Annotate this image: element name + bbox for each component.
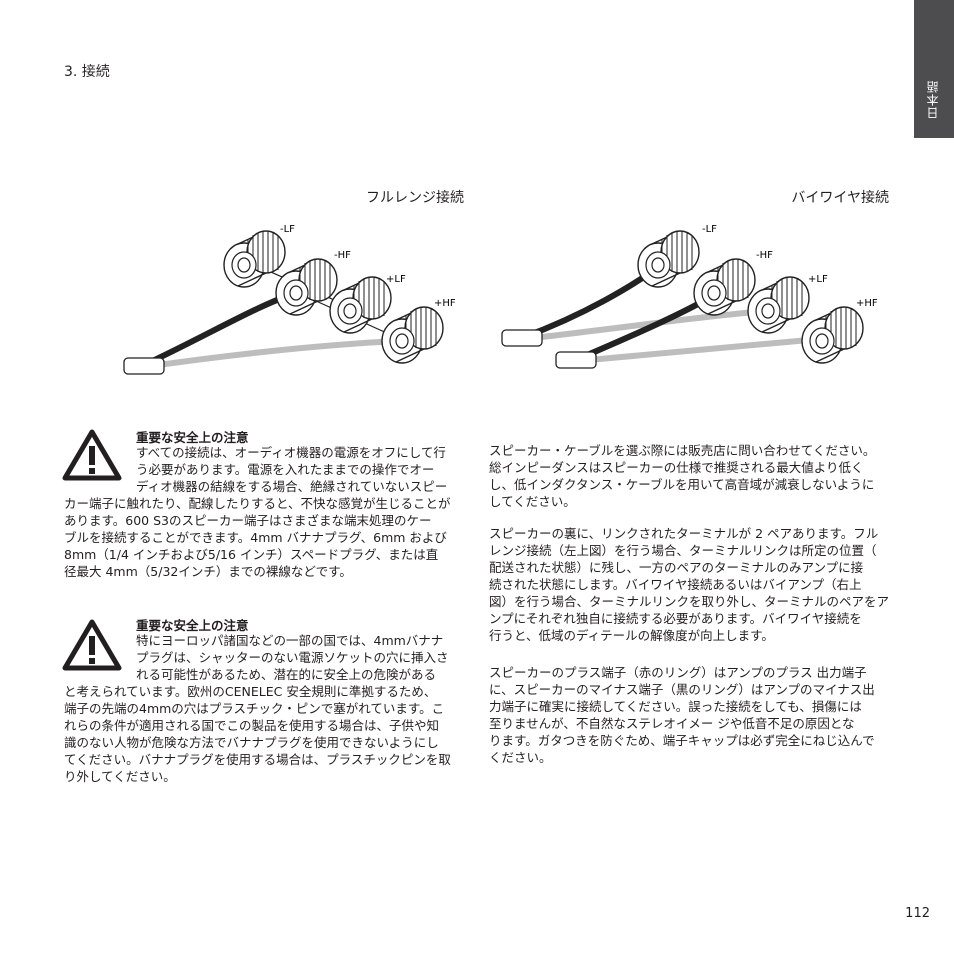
label-neg-lf: -LF (702, 224, 717, 235)
warning-text-body: 特にヨーロッパ諸国などの一部の国では、4mmバナナプラグは、シャッターのない電源… (64, 632, 464, 785)
warning-text-line: う必要があります。電源を入れたままでの操作でオー (136, 462, 435, 477)
warning-text-line: ディオ機器の結線をする場合、絶縁されていないスピー (136, 479, 448, 494)
full-range-connection-diagram: -LF -HF +LF +HF (123, 224, 456, 375)
biwire-figure-title: バイワイヤ接続 (791, 190, 889, 206)
warning-heading: 重要な安全上の注意 (136, 430, 249, 445)
terminal-neg-lf (223, 230, 286, 288)
biwire-connection-diagram: -LF -HF +LF +HF (501, 224, 878, 369)
terminal-neg-hf (693, 258, 756, 316)
body-paragraph: スピーカーのプラス端子（赤のリング）はアンプのプラス 出力端子 に、スピーカーの… (489, 665, 875, 765)
warning-text-line: れる可能性があるため、潜在的に安全上の危険がある (136, 667, 437, 682)
warning-triangle-icon (62, 619, 122, 671)
warning-text: すべての接続は、オーディオ機器の電源をオフにして行う必要があります。電源を入れた… (64, 444, 464, 580)
body-paragraph: スピーカーの裏に、リンクされたターミナルが 2 ペアあります。フル レンジ接続（… (489, 526, 890, 643)
warning-text-line: ブルを接続することができます。4mm バナナプラグ、6mm および (64, 530, 447, 545)
label-neg-hf: -HF (334, 250, 351, 261)
warning-text-line: り外してください。 (64, 769, 176, 784)
terminal-pos-lf (329, 276, 392, 334)
cable-plug-hf (555, 351, 597, 369)
warning-text-line: 端子の先端の4mmの穴はプラスチック・ピンで塞がれています。こ (64, 701, 445, 716)
warning-text-line: プラグは、シャッターのない電源ソケットの穴に挿入さ (136, 650, 449, 665)
label-pos-hf: +HF (856, 298, 878, 309)
terminal-neg-lf (637, 230, 700, 288)
label-pos-hf: +HF (434, 298, 456, 309)
terminal-pos-hf (801, 306, 864, 364)
label-neg-hf: -HF (756, 250, 773, 261)
warning-triangle-icon (62, 429, 122, 481)
warning-text: 特にヨーロッパ諸国などの一部の国では、4mmバナナプラグは、シャッターのない電源… (64, 632, 464, 785)
page-number: 112 (905, 906, 930, 921)
section-title: 3. 接続 (64, 64, 110, 80)
warning-text-body: すべての接続は、オーディオ機器の電源をオフにして行う必要があります。電源を入れた… (64, 444, 464, 580)
terminal-pos-lf (747, 276, 810, 334)
full-range-figure-title: フルレンジ接続 (366, 190, 464, 206)
warning-text-line: れらの条件が適用される国でこの製品を使用する場合は、子供や知 (64, 718, 440, 733)
warning-text-line: と考えられています。欧州のCENELEC 安全規則に準拠するため、 (64, 684, 437, 699)
warning-text-line: 特にヨーロッパ諸国などの一部の国では、4mmバナナ (136, 633, 444, 648)
label-pos-lf: +LF (386, 274, 406, 285)
warning-text-line: 識のない人物が危険な方法でバナナプラグを使用できないようにし (64, 735, 439, 750)
language-tab: 日本語 (914, 0, 954, 138)
terminal-pos-hf (381, 306, 444, 364)
label-neg-lf: -LF (280, 224, 295, 235)
warning-text-line: カー端子に触れたり、配線したりすると、不快な感覚が生じることが (64, 496, 451, 511)
warning-text-line: あります。600 S3のスピーカー端子はさまざまな端末処理のケー (64, 513, 432, 528)
cable-plug-lf (501, 329, 543, 347)
warning-text-line: 径最大 4mm（5/32インチ）までの裸線などです。 (64, 564, 352, 579)
warning-text-line: てください。バナナプラグを使用する場合は、プラスチックピンを取 (64, 752, 451, 767)
cable-plug (123, 357, 165, 375)
language-tab-label: 日本語 (926, 80, 940, 119)
warning-text-line: すべての接続は、オーディオ機器の電源をオフにして行 (136, 445, 446, 460)
body-paragraph: スピーカー・ケーブルを選ぶ際には販売店に問い合わせてください。 総インピーダンス… (489, 443, 876, 509)
warning-heading: 重要な安全上の注意 (136, 618, 249, 633)
warning-text-line: 8mm（1/4 インチおよび5/16 インチ）スペードプラグ、または直 (64, 547, 439, 562)
label-pos-lf: +LF (808, 274, 828, 285)
